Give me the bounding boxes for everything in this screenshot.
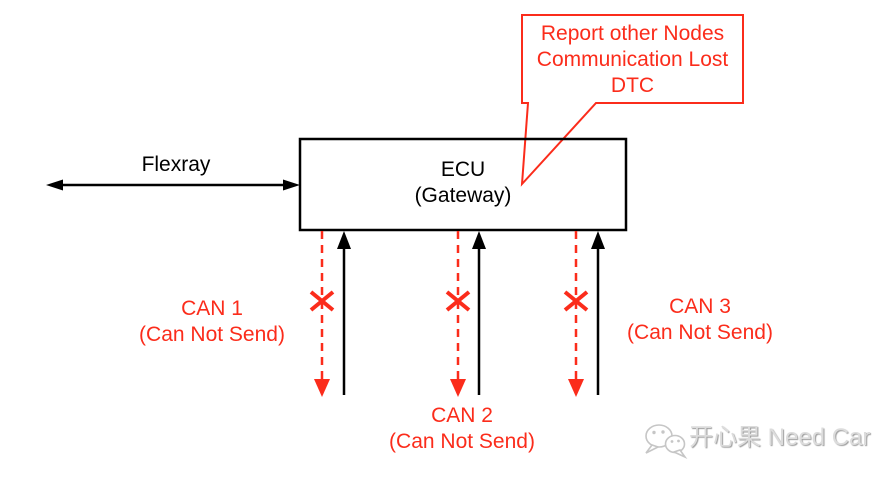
watermark-text: 开心果 Need Car bbox=[689, 424, 871, 451]
can3-label: CAN 3 (Can Not Send) bbox=[575, 294, 825, 346]
ecu-label: ECU (Gateway) bbox=[300, 157, 626, 209]
callout-line-3: DTC bbox=[610, 74, 655, 97]
wechat-icon bbox=[645, 424, 688, 459]
callout-line-1: Report other Nodes bbox=[540, 22, 725, 45]
arrowhead-down-icon bbox=[314, 379, 330, 397]
arrowhead-up-icon bbox=[591, 231, 605, 249]
can2-label: CAN 2 (Can Not Send) bbox=[337, 403, 587, 455]
can3-up-arrow bbox=[591, 231, 605, 395]
arrowhead-down-icon bbox=[568, 379, 584, 397]
blocked-x-icon bbox=[563, 290, 589, 312]
blocked-x-icon bbox=[309, 290, 335, 312]
callout-line-2: Communication Lost bbox=[536, 48, 729, 71]
ecu-subtitle: (Gateway) bbox=[414, 184, 512, 207]
callout-bubble bbox=[520, 14, 744, 187]
callout-text: Report other Nodes Communication Lost DT… bbox=[524, 21, 741, 99]
can2-name: CAN 2 bbox=[431, 404, 493, 427]
ecu-box bbox=[298, 137, 628, 232]
arrowhead-down-icon bbox=[450, 379, 466, 397]
can3-status: (Can Not Send) bbox=[627, 321, 773, 344]
can1-blocked-down-arrow bbox=[309, 231, 335, 397]
can2-up-arrow bbox=[472, 231, 486, 395]
ecu-title: ECU bbox=[440, 158, 486, 181]
can1-label: CAN 1 (Can Not Send) bbox=[87, 296, 337, 348]
arrowhead-up-icon bbox=[337, 231, 351, 249]
can1-status: (Can Not Send) bbox=[139, 323, 285, 346]
can3-blocked-down-arrow bbox=[563, 231, 589, 397]
can3-name: CAN 3 bbox=[669, 295, 731, 318]
arrowhead-right-icon bbox=[283, 179, 300, 191]
can1-up-arrow bbox=[337, 231, 351, 395]
flexray-label: Flexray bbox=[141, 153, 211, 176]
flexray-arrow bbox=[46, 179, 300, 191]
can1-name: CAN 1 bbox=[181, 297, 243, 320]
arrowhead-up-icon bbox=[472, 231, 486, 249]
arrowhead-left-icon bbox=[46, 179, 63, 191]
can2-blocked-down-arrow bbox=[445, 231, 471, 397]
can2-status: (Can Not Send) bbox=[389, 430, 535, 453]
blocked-x-icon bbox=[445, 290, 471, 312]
